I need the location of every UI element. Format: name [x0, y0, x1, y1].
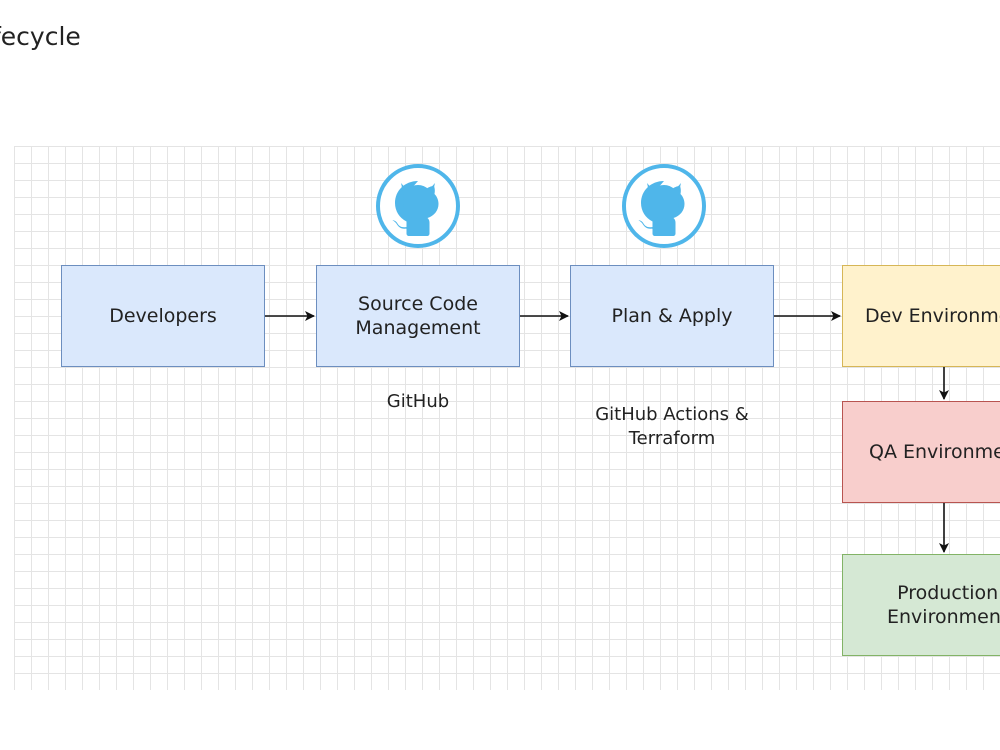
github-icon [622, 164, 706, 248]
node-scm-label: Source Code Management [355, 293, 481, 339]
node-production-environment[interactable]: Production Environment [842, 554, 1000, 656]
caption-github: GitHub [386, 391, 450, 412]
node-dev-environment[interactable]: Dev Environme [842, 265, 1000, 367]
node-qa-environment[interactable]: QA Environme [842, 401, 1000, 503]
caption-github-actions-terraform: GitHub Actions & Terraform [595, 404, 749, 449]
node-dev-env-label: Dev Environme [865, 305, 1000, 327]
node-prod-env-label: Production Environment [887, 582, 1000, 628]
node-plan-apply-label: Plan & Apply [611, 305, 733, 327]
node-developers[interactable]: Developers [61, 265, 265, 367]
node-source-code-management[interactable]: Source Code Management [316, 265, 520, 367]
node-developers-label: Developers [109, 305, 217, 327]
page-heading: fecycle [0, 22, 81, 51]
node-qa-env-label: QA Environme [869, 441, 1000, 463]
github-icon [376, 164, 460, 248]
node-plan-apply[interactable]: Plan & Apply [570, 265, 774, 367]
diagram-canvas [14, 146, 1000, 690]
